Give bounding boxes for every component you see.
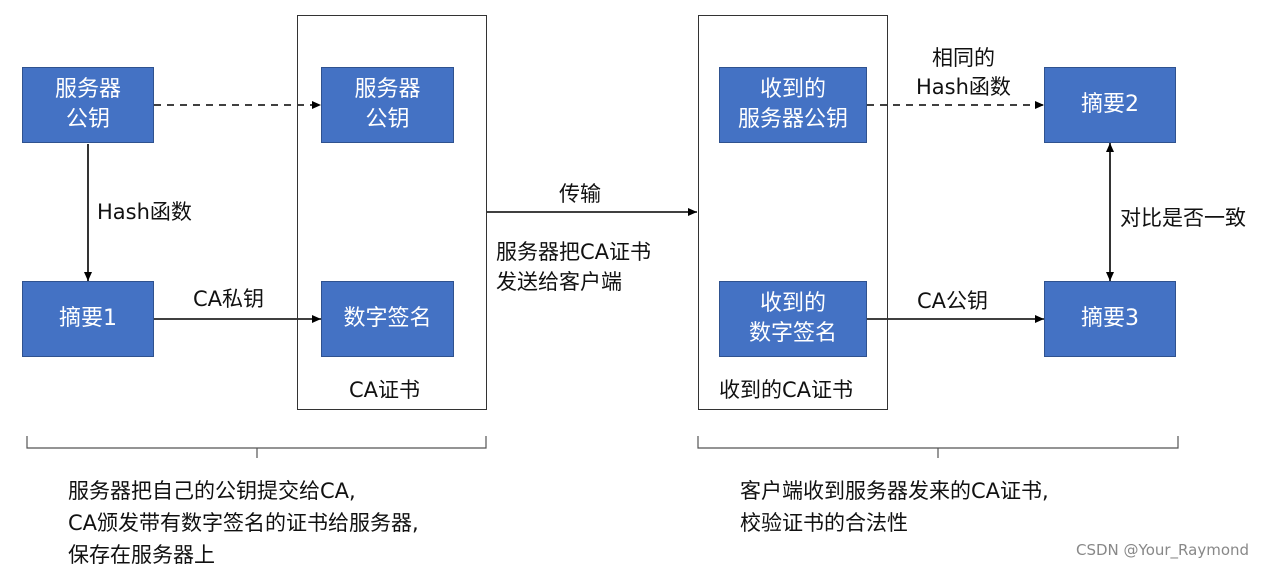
transfer-caption: 服务器把CA证书 发送给客户端 [496,240,652,294]
brace-left [26,436,487,458]
transfer-label: 传输 [559,182,601,206]
cert-signature-box: 数字签名 [321,281,454,357]
watermark: CSDN @Your_Raymond [1076,541,1250,559]
received-pubkey-box: 收到的 服务器公钥 [719,67,867,143]
hash-label: Hash函数 [97,200,192,224]
server-pubkey-box: 服务器 公钥 [22,67,154,143]
received-cert-frame [698,15,888,410]
ca-pubkey-label: CA公钥 [917,289,989,313]
digest1-box: 摘要1 [22,281,154,357]
received-cert-label: 收到的CA证书 [719,378,854,402]
cert-signature-text: 数字签名 [343,306,432,331]
received-signature-box: 收到的 数字签名 [719,281,867,357]
brace-right [697,436,1179,458]
server-pubkey-text: 服务器 公钥 [54,77,121,132]
digest2-text: 摘要2 [1081,92,1139,117]
cert-pubkey-text: 服务器 公钥 [354,77,421,132]
cert-pubkey-box: 服务器 公钥 [321,67,454,143]
ca-cert-frame [297,15,487,410]
digest3-text: 摘要3 [1081,306,1139,331]
received-signature-text: 收到的 数字签名 [748,291,837,346]
ca-cert-label: CA证书 [349,378,421,402]
received-pubkey-text: 收到的 服务器公钥 [737,77,848,132]
compare-label: 对比是否一致 [1120,206,1246,230]
left-note: 服务器把自己的公钥提交给CA, CA颁发带有数字签名的证书给服务器, 保存在服务… [68,479,419,567]
right-note: 客户端收到服务器发来的CA证书, 校验证书的合法性 [740,479,1049,535]
same-hash-label: 相同的 Hash函数 [916,46,1011,99]
digest1-text: 摘要1 [59,306,117,331]
ca-privkey-label: CA私钥 [193,287,265,311]
digest2-box: 摘要2 [1044,67,1176,143]
digest3-box: 摘要3 [1044,281,1176,357]
